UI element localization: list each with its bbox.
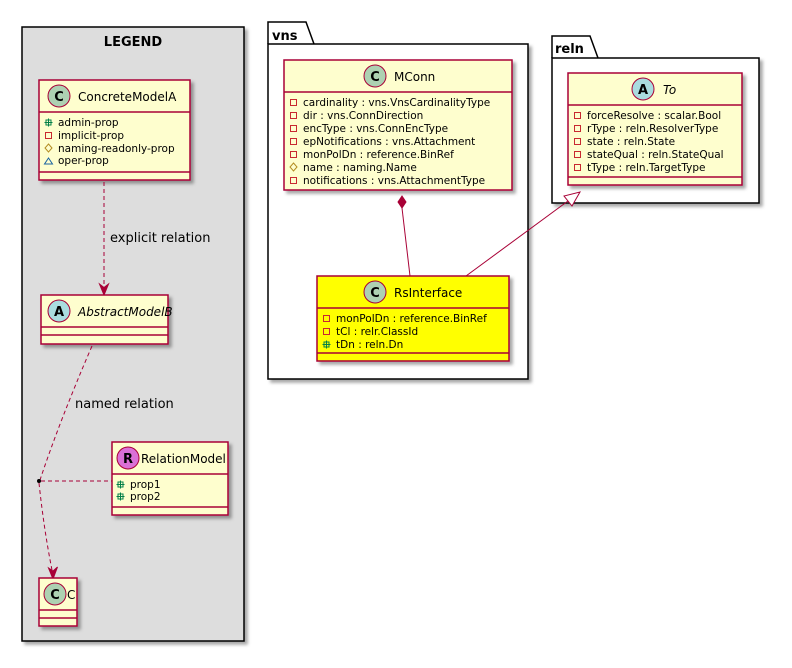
class-c[interactable]: C C [38, 577, 78, 627]
class-attr: rType : reln.ResolverType [587, 123, 718, 135]
class-concrete-model-a[interactable]: C ConcreteModelA admin-prop implicit-pro… [38, 79, 191, 181]
class-attr: forceResolve : scalar.Bool [587, 110, 721, 122]
relation-r-icon [116, 446, 140, 470]
class-attr: epNotifications : vns.Attachment [303, 136, 475, 148]
class-prop: prop1 [130, 479, 161, 491]
abstract-a-icon [47, 299, 71, 323]
class-c-icon [47, 84, 71, 108]
private-icon [290, 99, 297, 106]
private-icon [574, 151, 581, 158]
private-icon [574, 138, 581, 145]
private-icon [323, 315, 330, 322]
class-name: RsInterface [394, 286, 462, 300]
class-prop: oper-prop [58, 155, 109, 167]
private-icon [574, 164, 581, 171]
class-attr: tDn : reln.Dn [336, 339, 403, 351]
class-abstract-model-b[interactable]: A AbstractModelB [40, 294, 173, 345]
public-icon [116, 492, 125, 501]
explicit-relation-arrow: explicit relation [98, 182, 210, 297]
class-name: To [663, 83, 676, 97]
private-icon [574, 125, 581, 132]
public-icon [44, 118, 53, 127]
class-rsinterface[interactable]: C RsInterface monPolDn : reference.BinRe… [316, 275, 510, 362]
class-attr: encType : vns.ConnEncType [303, 123, 448, 135]
private-icon [323, 328, 330, 335]
composition-connector [397, 195, 411, 277]
class-name: ConcreteModelA [78, 90, 177, 104]
abstract-a-icon-letter: A [54, 305, 64, 320]
class-prop: admin-prop [58, 117, 119, 129]
class-attr: tType : reln.TargetType [587, 162, 706, 174]
class-mconn[interactable]: C MConn cardinality : vns.VnsCardinality… [283, 59, 513, 191]
class-attr: name : naming.Name [303, 162, 417, 174]
class-c-icon-letter: C [54, 90, 64, 105]
association-point [37, 479, 41, 483]
class-attr: state : reln.State [587, 136, 675, 148]
relation-r-icon-letter: R [123, 452, 133, 467]
class-name: AbstractModelB [77, 305, 173, 319]
class-c-icon-letter: C [50, 588, 60, 603]
class-prop: implicit-prop [58, 130, 124, 142]
private-icon [45, 132, 52, 139]
class-c-icon-letter: C [370, 286, 380, 301]
private-icon [290, 125, 297, 132]
private-icon [290, 177, 297, 184]
class-attr: dir : vns.ConnDirection [303, 110, 423, 122]
named-relation-connector: named relation [37, 345, 174, 581]
protected-icon [44, 143, 53, 153]
private-icon [574, 112, 581, 119]
class-c-icon-letter: C [370, 70, 380, 85]
class-relation-model[interactable]: R RelationModel prop1 prop2 [111, 441, 229, 516]
package-icon [43, 157, 54, 165]
class-c-icon [43, 582, 67, 606]
class-c-icon [363, 64, 387, 88]
class-c-icon [363, 280, 387, 304]
protected-icon [289, 162, 298, 172]
class-attr: monPolDn : reference.BinRef [336, 313, 487, 325]
class-attr: monPolDn : reference.BinRef [303, 149, 454, 161]
private-icon [290, 138, 297, 145]
public-icon [322, 340, 331, 349]
class-attr: cardinality : vns.VnsCardinalityType [303, 97, 490, 109]
inheritance-connector [465, 191, 582, 277]
class-prop: naming-readonly-prop [58, 143, 175, 155]
class-name: RelationModel [141, 452, 226, 466]
class-attr: tCl : relr.ClassId [336, 326, 418, 338]
class-name: C [67, 588, 75, 602]
legend-title: LEGEND [104, 35, 163, 50]
private-icon [290, 151, 297, 158]
reln-package-title: reln [555, 42, 584, 57]
named-relation-label: named relation [75, 397, 174, 412]
vns-package-title: vns [272, 29, 298, 44]
public-icon [116, 480, 125, 489]
explicit-relation-label: explicit relation [110, 231, 210, 246]
class-name: MConn [394, 70, 435, 84]
abstract-a-icon-letter: A [638, 83, 648, 98]
class-attr: stateQual : reln.StateQual [587, 149, 724, 161]
class-prop: prop2 [130, 491, 161, 503]
private-icon [290, 112, 297, 119]
abstract-a-icon [631, 77, 655, 101]
class-attr: notifications : vns.AttachmentType [303, 175, 485, 187]
inheritance-triangle [563, 191, 582, 207]
class-to[interactable]: A To forceResolve : scalar.Bool rType : … [567, 72, 743, 186]
